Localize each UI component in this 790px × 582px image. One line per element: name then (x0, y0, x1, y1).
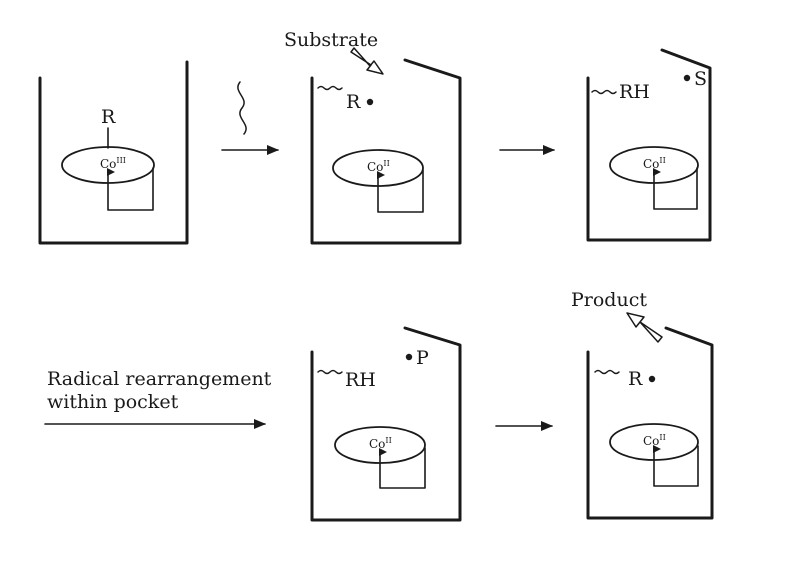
wavy-tether (591, 89, 617, 95)
wavy-tether (594, 369, 620, 375)
panel-4-pocket (310, 326, 462, 522)
panel-3-pocket (586, 48, 712, 242)
panel-5-pocket (586, 312, 714, 520)
activation-squiggle (237, 81, 247, 135)
rh-label: RH (619, 81, 650, 103)
panel-2-pocket (310, 47, 462, 245)
r-label: R (101, 106, 116, 128)
cobalt-ii-label: CoII (643, 433, 666, 448)
wavy-tether (317, 85, 343, 91)
radical-dot (683, 74, 691, 82)
r-radical-label: R (346, 91, 361, 113)
cobalt-ii-label: CoII (643, 156, 666, 171)
rh-label: RH (345, 369, 376, 391)
cobalt-ii-label: CoII (367, 159, 390, 174)
cobalt-iii-label: CoIII (100, 156, 126, 171)
substrate-label: Substrate (284, 29, 378, 51)
r-radical-label: R (628, 368, 643, 390)
substrate-hollow-arrow (350, 47, 384, 75)
caption-line-2: within pocket (47, 391, 179, 413)
wavy-tether (317, 369, 343, 375)
product-hollow-arrow (626, 312, 663, 343)
radical-dot (648, 375, 656, 383)
panel-1-pocket (38, 60, 247, 245)
p-radical-label: P (416, 347, 429, 369)
radical-dot (405, 353, 413, 361)
caption-line-1: Radical rearrangement (47, 368, 272, 390)
cobalt-ii-label: CoII (369, 436, 392, 451)
product-label: Product (571, 289, 647, 311)
s-radical-label: S (694, 68, 707, 90)
radical-dot (366, 98, 374, 106)
